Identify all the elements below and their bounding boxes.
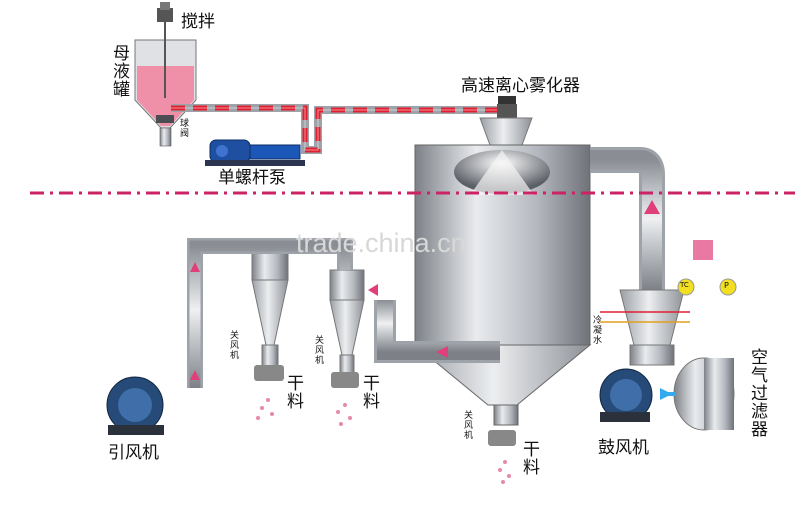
drying-tower [413, 144, 592, 426]
air-heater [600, 240, 713, 366]
temperature-gauge-label: TC [680, 281, 689, 289]
feed-pipe [171, 104, 500, 154]
screw-pump-label: 单螺杆泵 [218, 168, 286, 188]
air-lock-label-3: 关风机 [462, 410, 472, 440]
air-filter-label: 空气过滤器 [747, 348, 767, 438]
screw-pump [205, 139, 305, 166]
cyclone-1 [251, 249, 289, 374]
stir-label: 搅拌 [181, 12, 215, 32]
induced-fan-label: 引风机 [108, 443, 159, 463]
dry-product-label-1: 干料 [283, 374, 303, 410]
cooling-water-label: 冷凝水 [591, 315, 601, 345]
air-lock-label-2: 关风机 [313, 335, 323, 365]
watermark: trade.china.cn [296, 228, 466, 258]
cyclone-2 [329, 269, 365, 381]
hot-air-duct [590, 147, 665, 290]
air-lock-label-1: 关风机 [228, 330, 238, 360]
dry-product-label-2: 干料 [359, 374, 379, 410]
mother-tank-label: 母液罐 [109, 44, 129, 98]
product-discharge [256, 398, 511, 484]
blower-fan [599, 368, 653, 422]
outlet-pipe [368, 284, 500, 363]
induced-fan [106, 376, 164, 435]
atomizer [479, 96, 533, 146]
pressure-gauge-label: P [724, 281, 729, 290]
exhaust-duct [187, 238, 353, 388]
atomizer-label: 高速离心雾化器 [461, 76, 580, 96]
air-lock-valves [254, 365, 516, 446]
dry-product-label-3: 干料 [519, 440, 539, 476]
blower-label: 鼓风机 [598, 438, 649, 458]
ball-valve-label: 球阀 [178, 118, 188, 138]
air-filter [660, 357, 735, 431]
